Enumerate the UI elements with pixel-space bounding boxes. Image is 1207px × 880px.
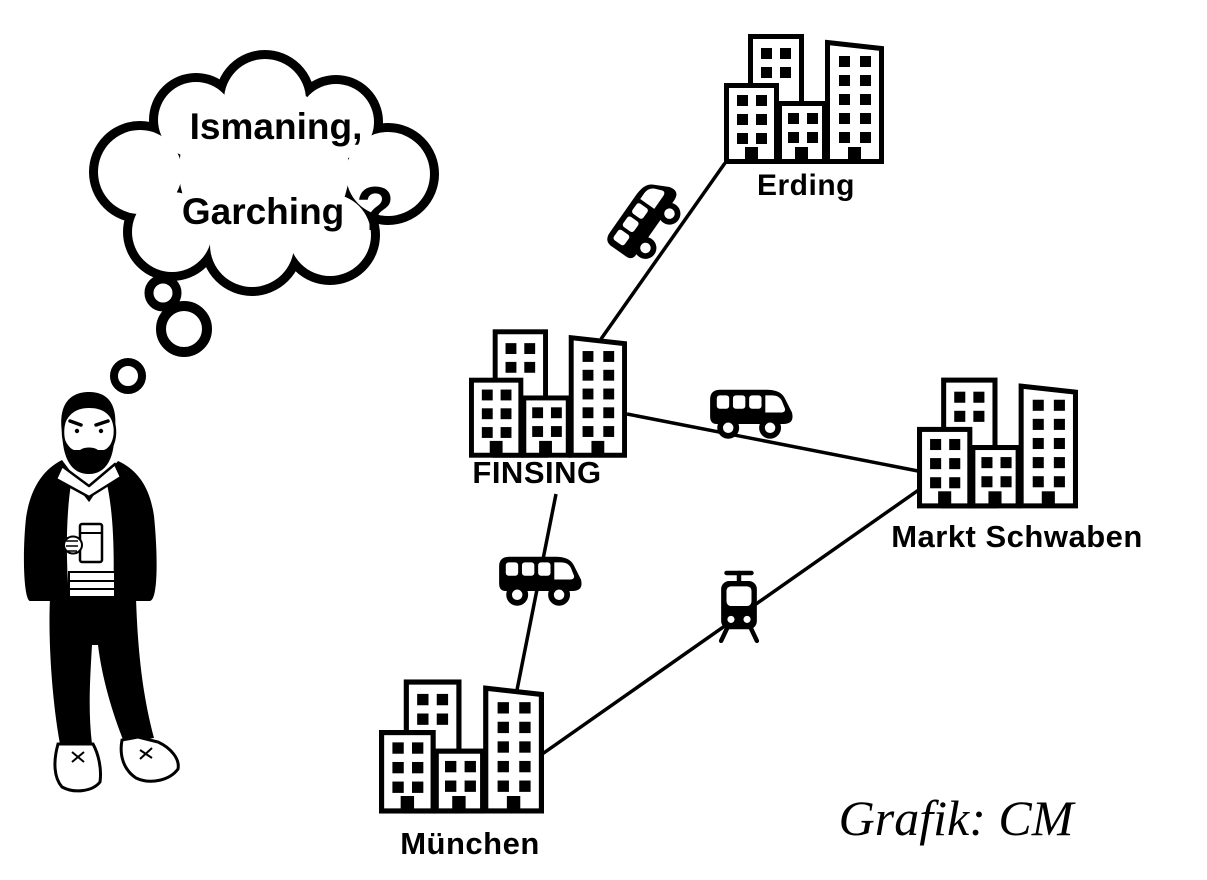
thought-question-mark: ? [356,175,395,244]
city-label-markt-schwaben: Markt Schwaben [891,519,1143,554]
thought-text-line2: Garching? [182,174,394,245]
coffee-cup [78,522,104,564]
thought-bubble-tail-bump [144,274,182,312]
man-right-shoe [119,735,180,783]
city-icon-markt-schwaben [920,380,1076,506]
graphic-credit: Grafik: CM [838,790,1074,846]
route-line-erding-finsing [599,161,727,341]
bus-icon-erding-finsing [604,173,689,267]
city-icon-finsing [471,332,624,456]
man-trousers [49,598,154,744]
man-eyebrows [68,419,110,427]
city-label-erding: Erding [757,169,855,202]
city-label-muenchen: München [400,826,540,861]
city-icon-erding [727,37,882,163]
thought-bubble-dot-large [156,301,212,357]
thought-text-garching: Garching [181,191,345,232]
thinking-man-illustration [23,392,180,793]
man-left-shoe [53,742,102,793]
bus-icon-finsing-muenchen [499,557,581,603]
tram-icon-muenchen-markt-schwaben [721,573,757,641]
thought-text-line1: Ismaning, [189,106,363,147]
route-line-finsing-muenchen [514,493,558,696]
bus-icon-finsing-markt-schwaben [710,390,792,436]
city-label-finsing: FINSING [472,455,602,490]
route-line-finsing-markt-schwaben [626,412,919,473]
thought-bubble-dot-small [110,358,146,394]
thought-bubble-cloud [89,50,439,312]
city-icon-muenchen [382,682,542,811]
man-hair [61,392,116,432]
